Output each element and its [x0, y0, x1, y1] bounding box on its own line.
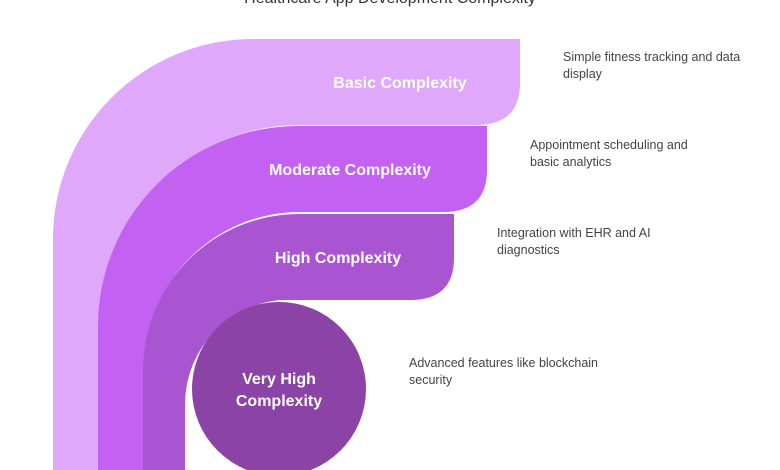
level-very-high-shape	[192, 302, 366, 470]
level-very-high-description: Advanced features like blockchain securi…	[409, 356, 599, 387]
level-very-high-label-line2: Complexity	[236, 393, 322, 410]
level-basic-description: Simple fitness tracking and data display	[563, 50, 741, 81]
diagram-title: Healthcare App Development Complexity	[0, 0, 780, 8]
level-very-high-label-line1: Very High	[242, 371, 316, 388]
level-basic-shape	[53, 39, 520, 470]
level-moderate-label: Moderate Complexity	[269, 162, 431, 179]
level-high-label: High Complexity	[275, 250, 401, 267]
level-high-description: Integration with EHR and AI diagnostics	[497, 226, 651, 257]
level-high-shape	[143, 214, 454, 470]
level-moderate-description: Appointment scheduling and basic analyti…	[530, 138, 688, 169]
level-basic-label: Basic Complexity	[333, 75, 466, 92]
level-moderate-shape	[98, 126, 487, 470]
